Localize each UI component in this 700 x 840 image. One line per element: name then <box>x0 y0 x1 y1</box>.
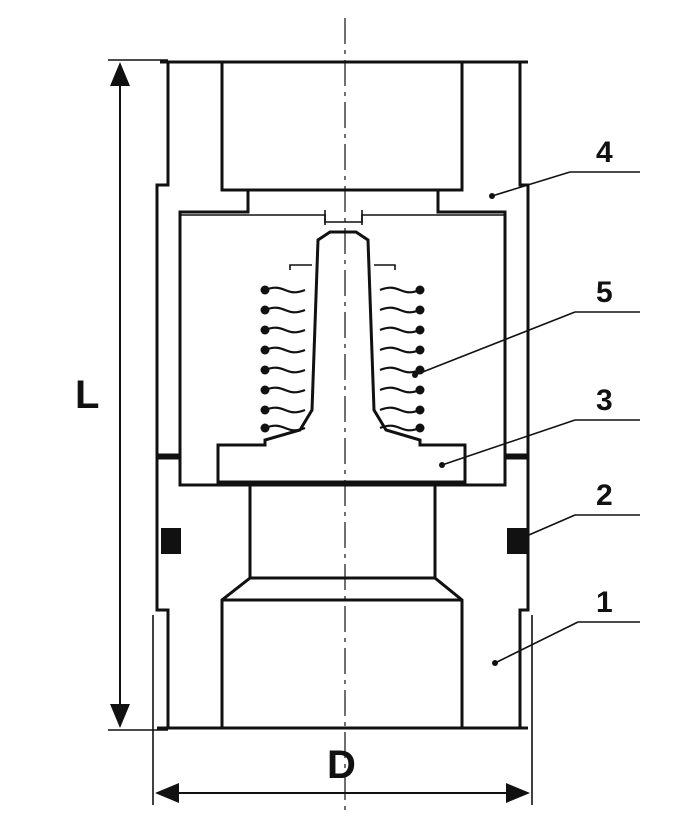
spring-wire-section <box>415 305 425 315</box>
spring-coil <box>264 424 306 432</box>
spring-coil <box>264 346 306 354</box>
upper-body-part-4 <box>155 60 530 457</box>
spring-wire-section <box>260 305 270 315</box>
spring-wire-section <box>260 325 270 335</box>
spring-wire-section <box>260 385 270 395</box>
spring-coil <box>379 366 421 374</box>
spring-coil <box>379 424 421 432</box>
spring-coil <box>379 306 421 314</box>
lower-body-part-1 <box>155 456 530 730</box>
callout-4: 4 <box>489 136 640 199</box>
spring-coil <box>379 326 421 334</box>
spring-coil <box>264 326 306 334</box>
part-number-1: 1 <box>596 586 613 619</box>
spring-wire-section <box>415 405 425 415</box>
dimension-length-label: L <box>75 373 99 417</box>
o-ring-part-2 <box>161 528 527 554</box>
spring-coil <box>264 386 306 394</box>
spring-wire-section <box>415 385 425 395</box>
spring-wire-section <box>415 423 425 433</box>
spring-wire-section <box>260 365 270 375</box>
spring-wire-section <box>415 285 425 295</box>
part-number-3: 3 <box>596 384 613 417</box>
part-number-2: 2 <box>596 479 613 512</box>
spring-coil <box>379 386 421 394</box>
spring-coil <box>379 346 421 354</box>
spring-wire-section <box>415 345 425 355</box>
spring-part-5 <box>260 285 425 433</box>
spring-wire-section <box>260 285 270 295</box>
dimension-length: L <box>75 59 168 731</box>
callout-3: 3 <box>439 384 640 468</box>
spring-coil <box>379 406 421 414</box>
part-number-4: 4 <box>596 136 613 169</box>
spring-wire-section <box>415 325 425 335</box>
spring-coil <box>264 306 306 314</box>
callout-2: 2 <box>514 479 640 542</box>
part-number-5: 5 <box>596 276 613 309</box>
spring-coil <box>379 286 421 294</box>
spring-wire-section <box>260 345 270 355</box>
dimension-diameter-label: D <box>327 743 356 787</box>
spring-wire-section <box>260 405 270 415</box>
callout-5: 5 <box>412 276 640 378</box>
valve-disc-part-3 <box>180 210 505 484</box>
spring-wire-section <box>260 423 270 433</box>
dimension-diameter: D <box>152 615 533 805</box>
spring-coil <box>264 286 306 294</box>
spring-coil <box>264 366 306 374</box>
callout-1: 1 <box>492 586 640 666</box>
spring-coil <box>264 406 306 414</box>
